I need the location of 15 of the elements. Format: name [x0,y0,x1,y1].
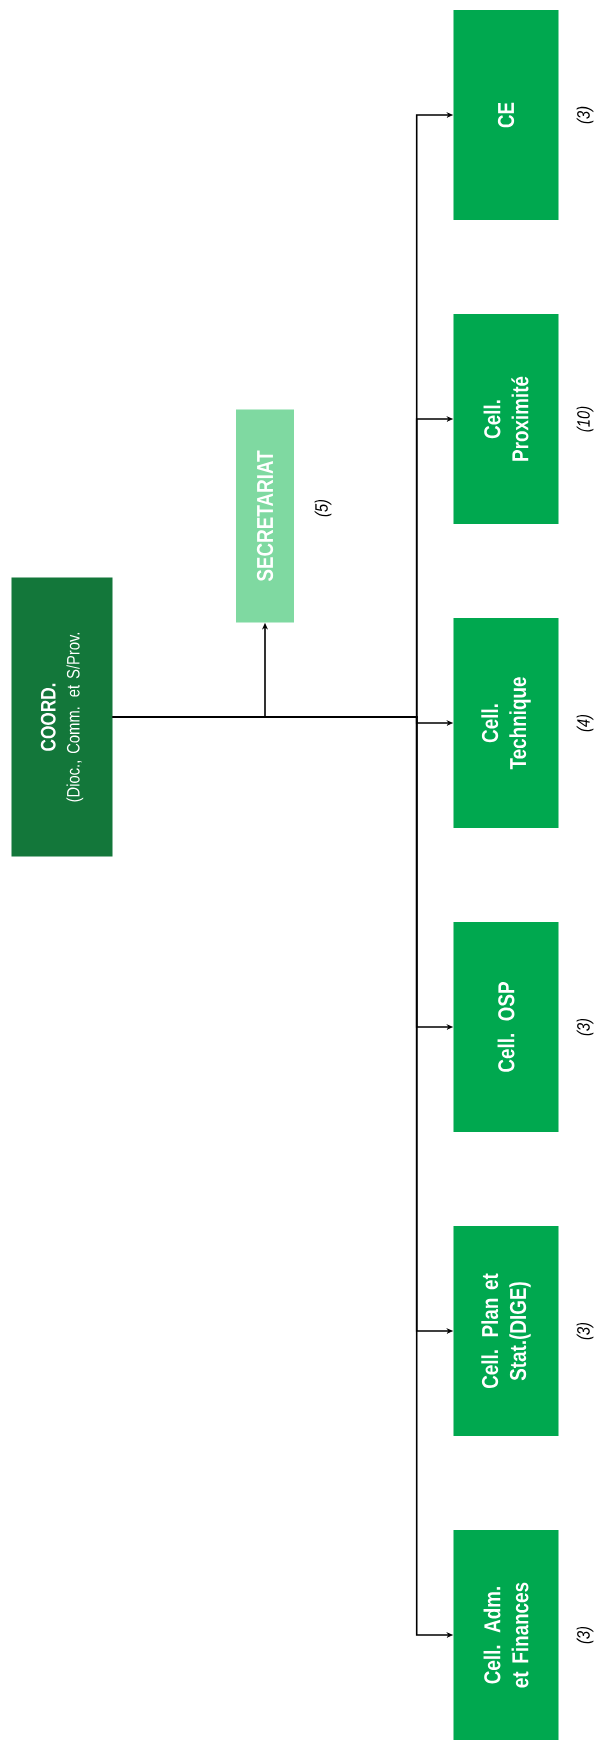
count-label: (5) [314,499,332,517]
count-label: (3) [576,1322,594,1340]
unit-box: Cell. OSP [453,922,559,1132]
unit-box: Cell. Plan et Stat.(DIGE) [453,1226,559,1436]
count-label: (3) [576,1018,594,1036]
coordination-box: COORD. (Dioc., Comm. et S/Prov. [11,577,113,857]
count-label: (4) [576,714,594,732]
count-label: (10) [576,406,594,432]
count-label: (3) [576,1626,594,1644]
count-label: (3) [576,106,594,124]
unit-box: Cell. Technique [453,618,559,828]
secretariat-box: SECRETARIAT [236,409,294,623]
unit-box: Cell. Proximité [453,314,559,524]
unit-box: CE [453,10,559,220]
unit-box: Cell. Adm. et Finances [453,1530,559,1740]
